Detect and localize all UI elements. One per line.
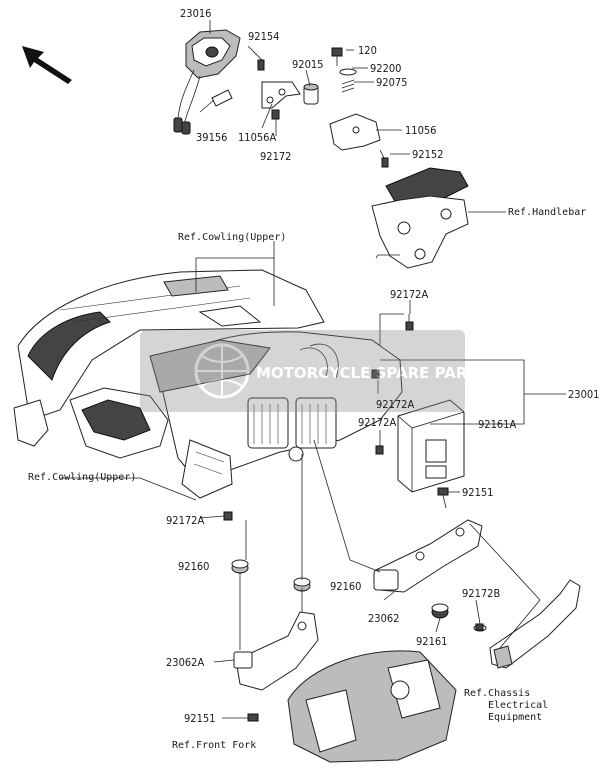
- stay-23062: [373, 519, 483, 593]
- label-92154: 92154: [248, 30, 279, 43]
- label-92172A-mid: 92172A: [376, 398, 414, 411]
- label-92151-right: 92151: [462, 486, 493, 499]
- bolt-120: [331, 47, 343, 66]
- label-39156: 39156: [196, 131, 227, 144]
- label-23062A: 23062A: [166, 656, 204, 669]
- spring-92075: [341, 79, 355, 93]
- ref-chassis-line1: Ref.Chassis: [464, 688, 530, 699]
- front-fork-bracket: [287, 650, 457, 763]
- label-92075: 92075: [376, 76, 407, 89]
- ref-handlebar: Ref.Handlebar: [508, 207, 586, 218]
- label-92200: 92200: [370, 62, 401, 75]
- label-92172A-right: 92172A: [390, 288, 428, 301]
- label-92172A-low: 92172A: [358, 416, 396, 429]
- label-120: 120: [358, 44, 377, 57]
- handlebar-mount: [371, 167, 469, 269]
- screw-92154: [247, 45, 265, 71]
- grommet-92160-mid: [293, 577, 311, 592]
- watermark-logo: MOTORCYCLE SPARE PARTS: [140, 330, 488, 412]
- collar-92015: [303, 83, 319, 105]
- label-92151-bottom: 92151: [184, 712, 215, 725]
- ref-chassis-line2: Electrical: [488, 700, 548, 711]
- grommet-92160-left: [231, 559, 249, 574]
- watermark-text: MOTORCYCLE SPARE PARTS: [256, 364, 488, 382]
- switch-housing-23016: [173, 29, 241, 135]
- label-23016: 23016: [180, 7, 211, 20]
- label-92160-left: 92160: [178, 560, 209, 573]
- label-92161: 92161: [416, 635, 447, 648]
- label-23001: 23001: [568, 388, 599, 401]
- label-23062: 23062: [368, 612, 399, 625]
- screw-92172A-mid: [371, 369, 380, 379]
- washer-92200: [339, 68, 357, 76]
- ref-cowling-upper-top: Ref.Cowling(Upper): [178, 232, 286, 243]
- bolt-92151-right: [437, 487, 449, 509]
- screw-92172A-right: [405, 314, 414, 331]
- bracket-11056A: [261, 81, 301, 109]
- label-92172B: 92172B: [462, 587, 500, 600]
- label-92172-top: 92172: [260, 150, 291, 163]
- label-11056A: 11056A: [238, 131, 276, 144]
- bracket-11056: [329, 113, 381, 151]
- screw-92152: [379, 149, 389, 168]
- ref-cowling-upper-left: Ref.Cowling(Upper): [28, 472, 136, 483]
- ref-chassis-line3: Equipment: [488, 712, 542, 723]
- chassis-electrical-bracket: [489, 579, 581, 669]
- ref-front-fork: Ref.Front Fork: [172, 740, 256, 751]
- label-92015: 92015: [292, 58, 323, 71]
- label-11056: 11056: [405, 124, 436, 137]
- bolt-92151-bottom: [247, 713, 259, 722]
- headlight-unit-23001: [149, 331, 403, 499]
- screw-92172B: [473, 623, 487, 632]
- label-92152: 92152: [412, 148, 443, 161]
- front-direction-arrow-icon: [22, 46, 72, 84]
- screw-92172: [271, 109, 280, 136]
- label-92172A-left: 92172A: [166, 514, 204, 527]
- gasket-39156: [211, 89, 233, 107]
- lower-cowling-left: [13, 387, 169, 459]
- screw-92172A-left: [223, 511, 233, 521]
- ecu-box: [397, 399, 465, 493]
- screw-92172A-low: [375, 445, 384, 455]
- label-92161A: 92161A: [478, 418, 516, 431]
- stay-23062A: [233, 611, 319, 691]
- grommet-92161: [431, 603, 449, 619]
- label-92160-mid: 92160: [330, 580, 361, 593]
- leader-lines: [60, 20, 566, 719]
